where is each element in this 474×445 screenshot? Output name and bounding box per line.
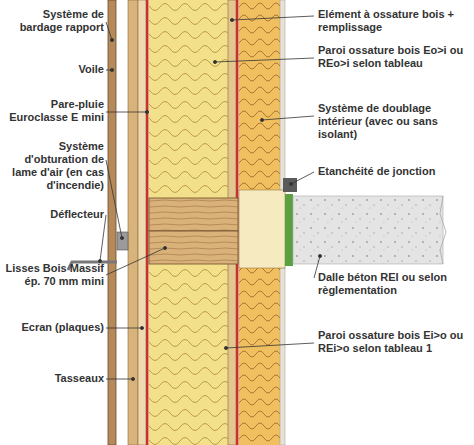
- callout-label: Système de bardage rapport: [2, 8, 104, 34]
- callout-label: Dalle béton REI ou selon règlementation: [318, 271, 468, 297]
- callout-label: Pare-pluie Euroclasse E mini: [2, 98, 104, 124]
- callout-label: Paroi ossature bois Ei>o ou REi>o selon …: [318, 329, 468, 355]
- callout-label: Ecran (plaques): [2, 321, 104, 334]
- callout-label: Tasseaux: [2, 372, 104, 385]
- callout-label: Voile: [2, 63, 104, 76]
- callout-label: Etanchéité de jonction: [318, 165, 468, 178]
- callout-label: Déflecteur: [2, 208, 104, 221]
- callout-label: Paroi ossature bois Eo>i ou REo>i selon …: [318, 44, 468, 70]
- callout-label: Système de doublage intérieur (avec ou s…: [318, 102, 468, 141]
- callout-label: Lisses Bois Massif ép. 70 mm mini: [2, 262, 104, 288]
- callout-label: Système d'obturation de lame d'air (en c…: [2, 140, 104, 192]
- callout-label: Elément à ossature bois + remplissage: [318, 8, 468, 34]
